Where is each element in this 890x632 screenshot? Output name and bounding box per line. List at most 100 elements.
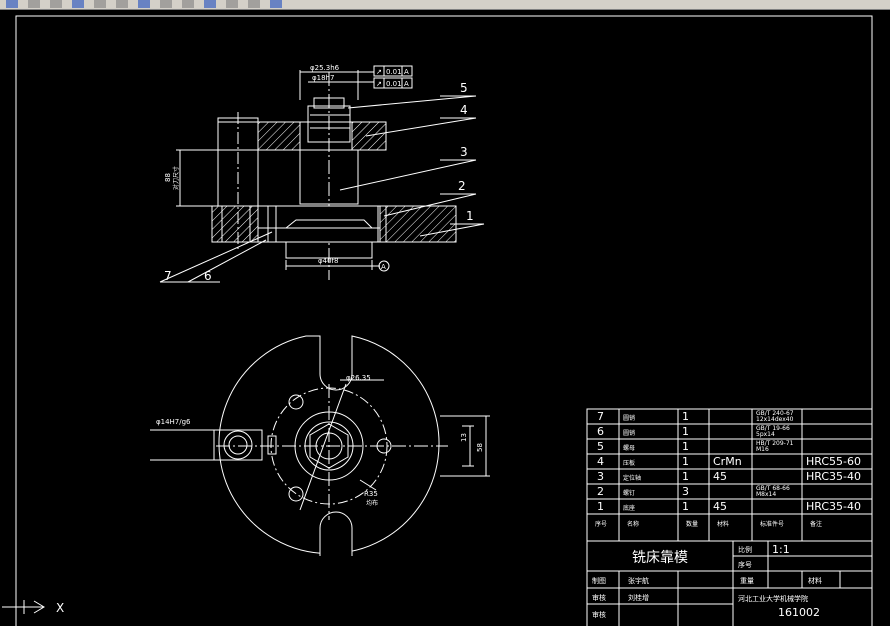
bom-cell-qty: 3 — [682, 485, 689, 498]
bom-cell-no: 7 — [597, 410, 604, 423]
bom-header-note: 备注 — [810, 520, 822, 528]
screw-hole-2 — [288, 486, 304, 502]
bom-header-qty: 数量 — [686, 520, 698, 528]
callout-4: 4 — [460, 103, 468, 117]
bom-cell-no: 4 — [597, 455, 604, 468]
top-view-outline — [218, 335, 440, 555]
zoom-icon[interactable] — [226, 0, 238, 8]
draw-label: 制图 — [592, 576, 606, 585]
school-name: 河北工业大学机械学院 — [738, 594, 808, 603]
undo-icon[interactable] — [160, 0, 172, 8]
dim-height: 88 — [164, 173, 172, 182]
bom-cell-name: 圆销 — [623, 429, 635, 437]
drawing-canvas[interactable]: φ25.3h6 φ18h7 ↗ 0.01 A ↗ 0.01 A 88 对刀尺寸 … — [0, 10, 890, 632]
layer-icon[interactable] — [248, 0, 260, 8]
bom-cell-name: 底座 — [623, 504, 635, 512]
bom-cell-name: 圆销 — [623, 414, 635, 422]
title-block — [586, 540, 873, 630]
bom-cell-qty: 1 — [682, 410, 689, 423]
cut-icon[interactable] — [94, 0, 106, 8]
bom-cell-qty: 1 — [682, 425, 689, 438]
open-icon[interactable] — [28, 0, 40, 8]
tol2-symbol: ↗ — [376, 80, 382, 88]
drawing-number: 161002 — [778, 606, 820, 619]
callout-3: 3 — [460, 145, 468, 159]
copy-icon[interactable] — [116, 0, 128, 8]
dim-height-note: 对刀尺寸 — [172, 166, 180, 190]
screw-hole-1 — [288, 394, 304, 410]
toolbar — [0, 0, 890, 10]
bom-header-std: 标准件号 — [760, 520, 784, 528]
bom-cell-note: HRC35-40 — [806, 470, 861, 483]
tol2-value: 0.01 — [386, 80, 402, 88]
bom-cell-material: CrMn — [713, 455, 742, 468]
bom-table — [586, 408, 873, 542]
tol1-symbol: ↗ — [376, 68, 382, 76]
bom-cell-qty: 1 — [682, 500, 689, 513]
bom-header-no: 序号 — [595, 520, 607, 528]
print-icon[interactable] — [72, 0, 84, 8]
scale-value: 1:1 — [772, 543, 790, 556]
dim-slot-dia: φ14H7/g6 — [156, 418, 191, 426]
bom-cell-qty: 1 — [682, 470, 689, 483]
drawing-border — [15, 15, 873, 630]
title-block-text: 铣床靠模 比例 1:1 序号 制图 张宇航 审核 刘桂增 审核 重量 材料 河北… — [592, 543, 822, 619]
top-view — [150, 335, 490, 556]
part-2-screw — [267, 205, 277, 243]
dim-radius-note: 均布 — [366, 499, 378, 507]
dim-radius: R35 — [364, 490, 378, 498]
front-view — [159, 65, 485, 283]
ucs-icon — [2, 600, 45, 614]
bom-header-name: 名称 — [627, 520, 639, 528]
approve-label: 审核 — [592, 610, 606, 619]
redo-icon[interactable] — [182, 0, 194, 8]
bom-cell-name: 螺母 — [623, 444, 635, 452]
callout-6: 6 — [204, 269, 212, 283]
save-icon[interactable] — [50, 0, 62, 8]
drawing-title: 铣床靠模 — [632, 550, 688, 566]
bom-cell-material: 45 — [713, 500, 727, 513]
bom-cell-no: 1 — [597, 500, 604, 513]
bom-cell-no: 3 — [597, 470, 604, 483]
scale-label: 比例 — [738, 545, 752, 554]
bom-cell-qty: 1 — [682, 455, 689, 468]
pin-hole — [223, 430, 253, 460]
bom-cell-no: 2 — [597, 485, 604, 498]
bom-cell-note: HRC35-40 — [806, 500, 861, 513]
pan-icon[interactable] — [204, 0, 216, 8]
tol2-datum: A — [404, 80, 409, 88]
bom-cell-name: 压板 — [623, 459, 635, 467]
command-line[interactable] — [0, 626, 890, 632]
properties-icon[interactable] — [270, 0, 282, 8]
new-icon[interactable] — [6, 0, 18, 8]
seq-label: 序号 — [738, 560, 752, 569]
bom-cell-material: 45 — [713, 470, 727, 483]
callout-2: 2 — [458, 179, 466, 193]
dim-shaft-dia: φ25.3h6 — [310, 64, 340, 72]
bom-cell-name: 螺钉 — [623, 489, 635, 497]
dim-base-dia: φ40f8 — [318, 257, 338, 265]
bom-cell-name: 定位轴 — [623, 474, 641, 482]
weight-label: 重量 — [740, 577, 754, 585]
callout-1: 1 — [466, 209, 474, 223]
dim-bore-dia: φ18h7 — [312, 74, 334, 82]
bom-header-material: 材料 — [717, 520, 729, 528]
dim-width1: 13 — [460, 433, 468, 442]
ucs-x-label: X — [56, 601, 64, 615]
callout-7: 7 — [164, 269, 172, 283]
bom-cell-no: 6 — [597, 425, 604, 438]
paste-icon[interactable] — [138, 0, 150, 8]
front-view-text: φ25.3h6 φ18h7 ↗ 0.01 A ↗ 0.01 A 88 对刀尺寸 … — [164, 64, 474, 283]
tol1-datum: A — [404, 68, 409, 76]
dim-bolt-circle: φ26.35 — [346, 374, 371, 382]
check-name: 刘桂增 — [628, 593, 649, 602]
datum-a-label: A — [381, 263, 386, 271]
bom-cell-note: HRC55-60 — [806, 455, 861, 468]
material-label: 材料 — [808, 576, 822, 585]
draw-name: 张宇航 — [628, 576, 649, 585]
